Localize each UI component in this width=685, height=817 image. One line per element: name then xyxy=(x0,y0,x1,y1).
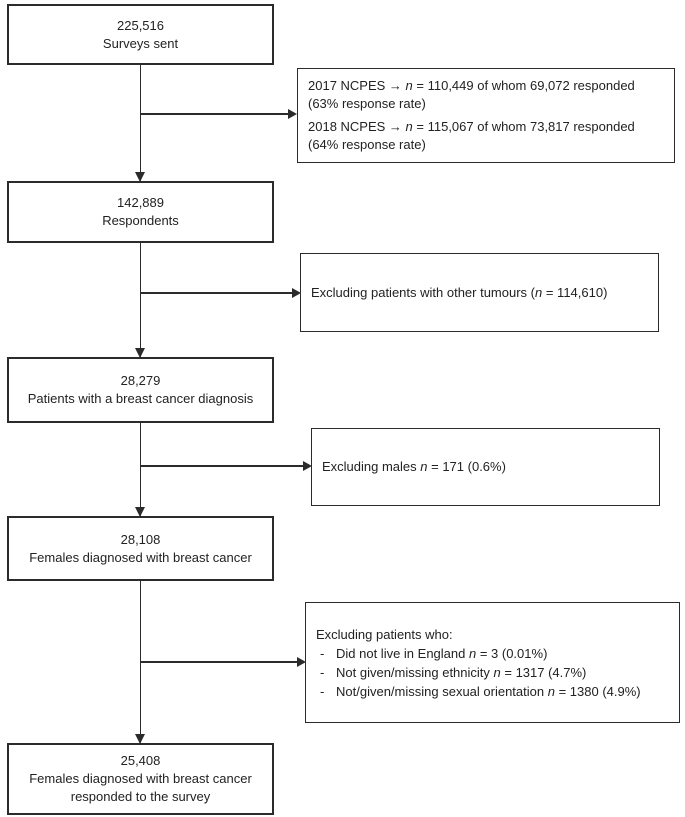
flow-box-respondents: 142,889 Respondents xyxy=(7,181,274,243)
arrow-right-icon xyxy=(296,656,306,667)
bullet-dash: - xyxy=(320,683,325,699)
bullet-text: Not/given/missing sexual orientation n =… xyxy=(336,683,641,699)
flow-box-surveys-sent: 225,516 Surveys sent xyxy=(7,4,274,65)
label-text: responded to the survey xyxy=(70,789,211,804)
label-text: Surveys sent xyxy=(102,35,179,51)
count-text: 28,279 xyxy=(120,373,161,388)
bullet-dash: - xyxy=(320,664,325,680)
arrow-down-icon xyxy=(134,733,145,744)
connector-branch-2 xyxy=(140,292,293,294)
arrow-right-icon xyxy=(291,287,301,298)
flow-box-females-responded: 25,408 Females diagnosed with breast can… xyxy=(7,743,274,815)
exclusion-text: (64% response rate) xyxy=(308,137,426,152)
exclusion-text: 2017 NCPES → n = 110,449 of whom 69,072 … xyxy=(308,78,635,93)
flow-box-females-breast-cancer: 28,108 Females diagnosed with breast can… xyxy=(7,516,274,581)
exclusion-text: 2018 NCPES → n = 115,067 of whom 73,817 … xyxy=(308,119,635,134)
count-text: 225,516 xyxy=(117,17,164,33)
connector-spine-1 xyxy=(139,65,141,181)
label-text: Females diagnosed with breast cancer xyxy=(29,549,252,565)
count-text: 142,889 xyxy=(117,195,164,210)
bullet-dash: - xyxy=(320,645,325,661)
side-box-excluding-other-tumours: Excluding patients with other tumours (n… xyxy=(300,253,659,332)
bullet-item: - Not/given/missing sexual orientation n… xyxy=(316,682,671,701)
label-text: Patients with a breast cancer diagnosis xyxy=(27,391,254,406)
arrow-down-icon xyxy=(134,171,145,182)
arrow-right-icon xyxy=(287,108,297,119)
arrow-down-icon xyxy=(134,347,145,358)
connector-branch-1 xyxy=(140,113,290,115)
connector-spine-3 xyxy=(139,423,141,516)
exclusion-text: (63% response rate) xyxy=(308,96,426,111)
bullet-item: - Did not live in England n = 3 (0.01%) xyxy=(316,644,671,663)
label-text: Females diagnosed with breast cancer xyxy=(29,771,252,786)
exclusion-header-text: Excluding patients who: xyxy=(316,626,453,642)
bullet-text: Did not live in England n = 3 (0.01%) xyxy=(336,645,548,661)
label-text: Respondents xyxy=(102,213,179,228)
exclusion-text: Excluding patients with other tumours (n… xyxy=(311,284,608,300)
exclusion-text: Excluding males n = 171 (0.6%) xyxy=(322,459,506,474)
arrow-down-icon xyxy=(134,506,145,517)
arrow-right-icon xyxy=(302,460,312,471)
connector-branch-3 xyxy=(140,465,304,467)
flow-box-breast-cancer-diagnosis: 28,279 Patients with a breast cancer dia… xyxy=(7,357,274,423)
side-box-ncpes-response-rates: 2017 NCPES → n = 110,449 of whom 69,072 … xyxy=(297,68,675,163)
connector-branch-4 xyxy=(140,661,298,663)
bullet-text: Not given/missing ethnicity n = 1317 (4.… xyxy=(336,664,587,680)
count-text: 28,108 xyxy=(120,531,161,547)
connector-spine-2 xyxy=(139,243,141,357)
bullet-item: - Not given/missing ethnicity n = 1317 (… xyxy=(316,663,671,682)
count-text: 25,408 xyxy=(120,753,161,768)
side-box-excluding-males: Excluding males n = 171 (0.6%) xyxy=(311,428,660,506)
side-box-excluding-patients-who: Excluding patients who: - Did not live i… xyxy=(305,602,680,723)
